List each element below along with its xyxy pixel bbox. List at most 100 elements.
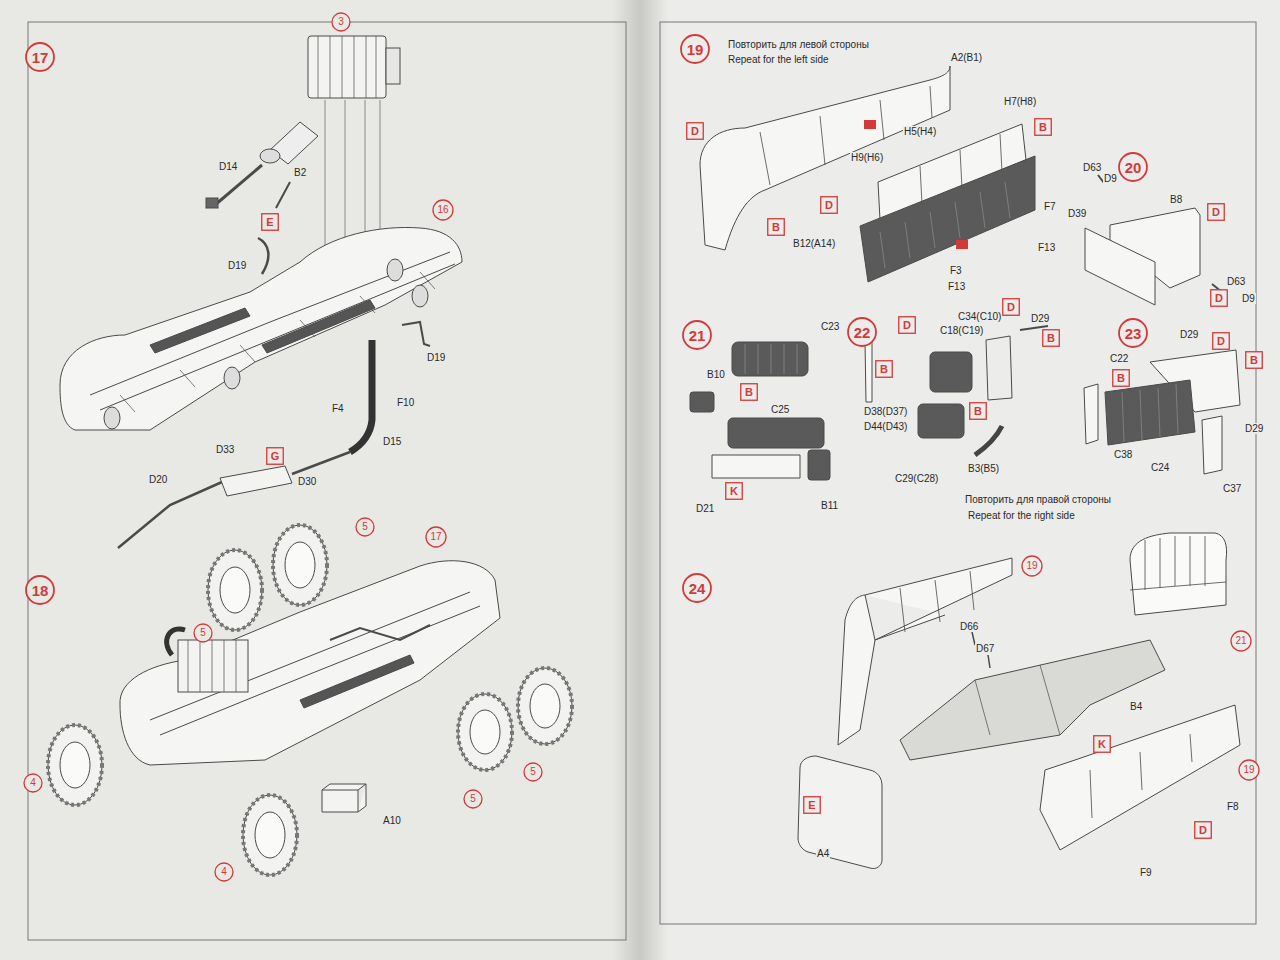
part-label: D30 [297,476,317,487]
node-outline [1239,760,1259,780]
colour-code-box: B [740,383,758,401]
front-wheels [48,725,102,805]
node-text: 18 [32,583,49,598]
step-20-drawing [1085,228,1155,305]
step-number: 23 [1118,318,1148,348]
node-outline [726,483,743,500]
front-wheels [255,812,285,858]
part-label: B12(A14) [792,238,836,249]
node-outline [1246,352,1263,369]
part-label: H7(H8) [1003,96,1037,107]
step-17-drawing [387,259,403,281]
colour-code-box: B [1034,118,1052,136]
node-text: 17 [32,50,49,65]
node-text: D [1217,336,1225,347]
node-outline [681,35,709,63]
node-text: K [730,486,738,497]
node-outline [899,317,916,334]
step-17-drawing [386,48,400,84]
step-19-drawing [956,240,968,249]
node-text: 20 [1125,160,1142,175]
part-label: B8 [1169,194,1183,205]
step-17-drawing [150,308,250,353]
front-wheels [518,668,572,744]
front-wheels [243,795,297,875]
step-24-drawing [865,558,1012,640]
part-label: F13 [1037,242,1056,253]
colour-code-box: B [767,218,785,236]
rear-wheels [208,550,262,630]
node-text: D [1212,207,1220,218]
callout-number: 5 [355,517,375,537]
paper [28,22,626,940]
callout-number: 4 [23,773,43,793]
step-21-drawing [712,455,800,478]
step-17-drawing [118,482,222,548]
node-outline [683,574,711,602]
rear-wheels [220,567,250,613]
part-label: F9 [1139,867,1153,878]
colour-code-box: B [969,402,987,420]
node-text: E [266,217,273,228]
node-outline [848,318,876,346]
front-wheels [458,694,512,770]
colour-code-box: D [1210,289,1228,307]
node-text: 5 [362,522,368,532]
part-label: A4 [816,848,830,859]
node-outline [262,214,279,231]
colour-code-box: E [261,213,279,231]
part-label: F4 [331,403,345,414]
step-17-drawing [308,36,386,98]
part-label: F10 [396,397,415,408]
step-20-drawing [1085,175,1222,305]
node-text: B [974,406,982,417]
node-outline [687,123,704,140]
part-label: B2 [293,167,307,178]
part-label: D63 [1082,162,1102,173]
step-23-drawing [1105,380,1195,445]
step-21-drawing [732,342,808,376]
node-text: D [1199,825,1207,836]
node-outline [1213,333,1230,350]
step-22-drawing [865,326,1048,455]
part-label: C29(C28) [894,473,939,484]
step-17-drawing [412,285,428,307]
node-text: 17 [430,532,441,542]
step-18-drawing [48,525,572,875]
step-23-drawing [1084,350,1240,474]
node-text: G [271,451,280,462]
step-18-drawing [167,629,185,655]
step-number: 19 [680,34,710,64]
step-22-drawing [975,426,1002,455]
part-label: D29 [1030,313,1050,324]
rear-wheels [273,525,327,605]
node-outline [1211,290,1228,307]
part-label: D15 [382,436,402,447]
step-17-drawing [60,36,462,548]
node-text: 5 [200,628,206,638]
part-label: D21 [695,503,715,514]
colour-code-box: D [1194,821,1212,839]
part-label: D29 [1244,423,1264,434]
node-outline [464,790,482,808]
step-17-drawing [224,367,240,389]
step-18-drawing [300,655,414,708]
step-24-drawing [1090,734,1192,818]
step-22-drawing [986,336,1012,400]
step-number: 20 [1118,152,1148,182]
node-outline [1043,330,1060,347]
part-label: C24 [1150,462,1170,473]
step-17-drawing [120,272,435,412]
colour-code-box: D [1002,298,1020,316]
node-outline [215,863,233,881]
step-24-drawing [1130,536,1226,590]
rear-wheels [285,542,315,588]
part-label: C25 [770,404,790,415]
step-18-drawing [188,640,236,692]
step-23-drawing [1202,416,1222,474]
node-outline [970,403,987,420]
step-17-drawing [276,182,290,208]
step-number: 22 [847,317,877,347]
